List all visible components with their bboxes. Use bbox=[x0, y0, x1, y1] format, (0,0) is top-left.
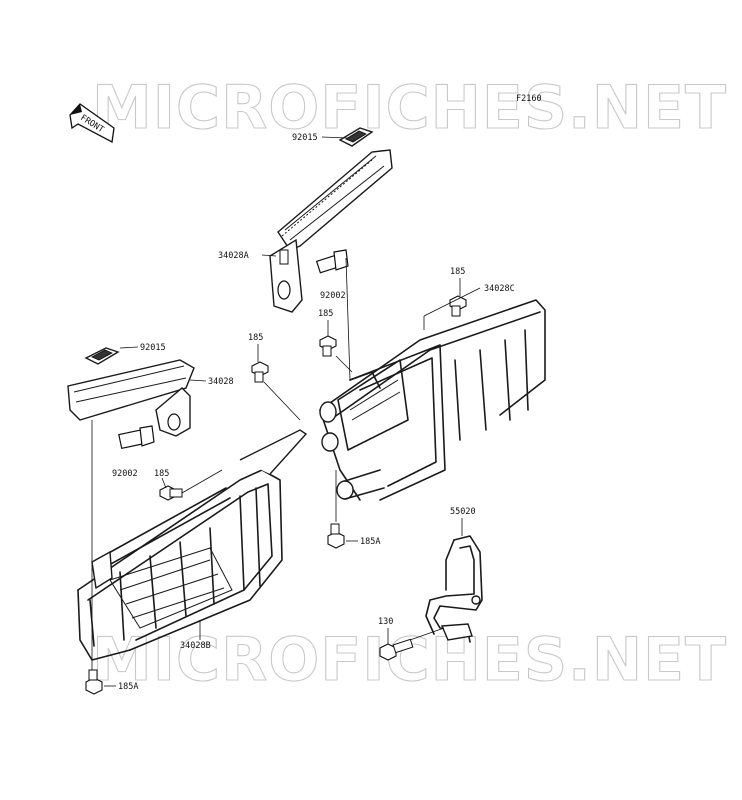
diagram-code: F2160 bbox=[516, 94, 542, 104]
label-55020: 55020 bbox=[450, 507, 476, 517]
guard-34028B bbox=[77, 429, 308, 661]
step-34028A bbox=[269, 127, 393, 313]
step-34028 bbox=[67, 347, 195, 437]
bracket-55020 bbox=[425, 535, 483, 643]
watermark-bottom: MICROFICHES.NET bbox=[92, 625, 727, 695]
watermark-top: MICROFICHES.NET bbox=[92, 73, 727, 143]
label-34028: 34028 bbox=[208, 377, 234, 387]
label-92002-left: 92002 bbox=[112, 469, 138, 479]
bolt-92002-top bbox=[315, 249, 349, 274]
label-185A-mid: 185A bbox=[360, 537, 380, 547]
guard-34028C bbox=[319, 299, 546, 501]
label-185-mid: 185 bbox=[318, 309, 333, 319]
label-34028A: 34028A bbox=[218, 251, 249, 261]
bolt-92002-left bbox=[118, 425, 155, 450]
label-92002-top: 92002 bbox=[320, 291, 346, 301]
label-185-lower-left: 185 bbox=[154, 469, 169, 479]
bolt-185-left bbox=[251, 361, 269, 383]
label-185-left: 185 bbox=[248, 333, 263, 343]
label-185A-bottom: 185A bbox=[118, 682, 138, 692]
label-185-top-right: 185 bbox=[450, 267, 465, 277]
label-34028B: 34028B bbox=[180, 641, 211, 651]
bolt-185-mid bbox=[319, 335, 337, 357]
label-34028C: 34028C bbox=[484, 284, 515, 294]
bolt-185A-bottom bbox=[85, 669, 103, 695]
label-92015-top: 92015 bbox=[292, 133, 318, 143]
bolt-185A-mid bbox=[327, 523, 345, 549]
bolt-185-top-right bbox=[449, 295, 467, 317]
label-92015-left: 92015 bbox=[140, 343, 166, 353]
label-130: 130 bbox=[378, 617, 393, 627]
bolt-185-lower-left bbox=[159, 485, 183, 501]
